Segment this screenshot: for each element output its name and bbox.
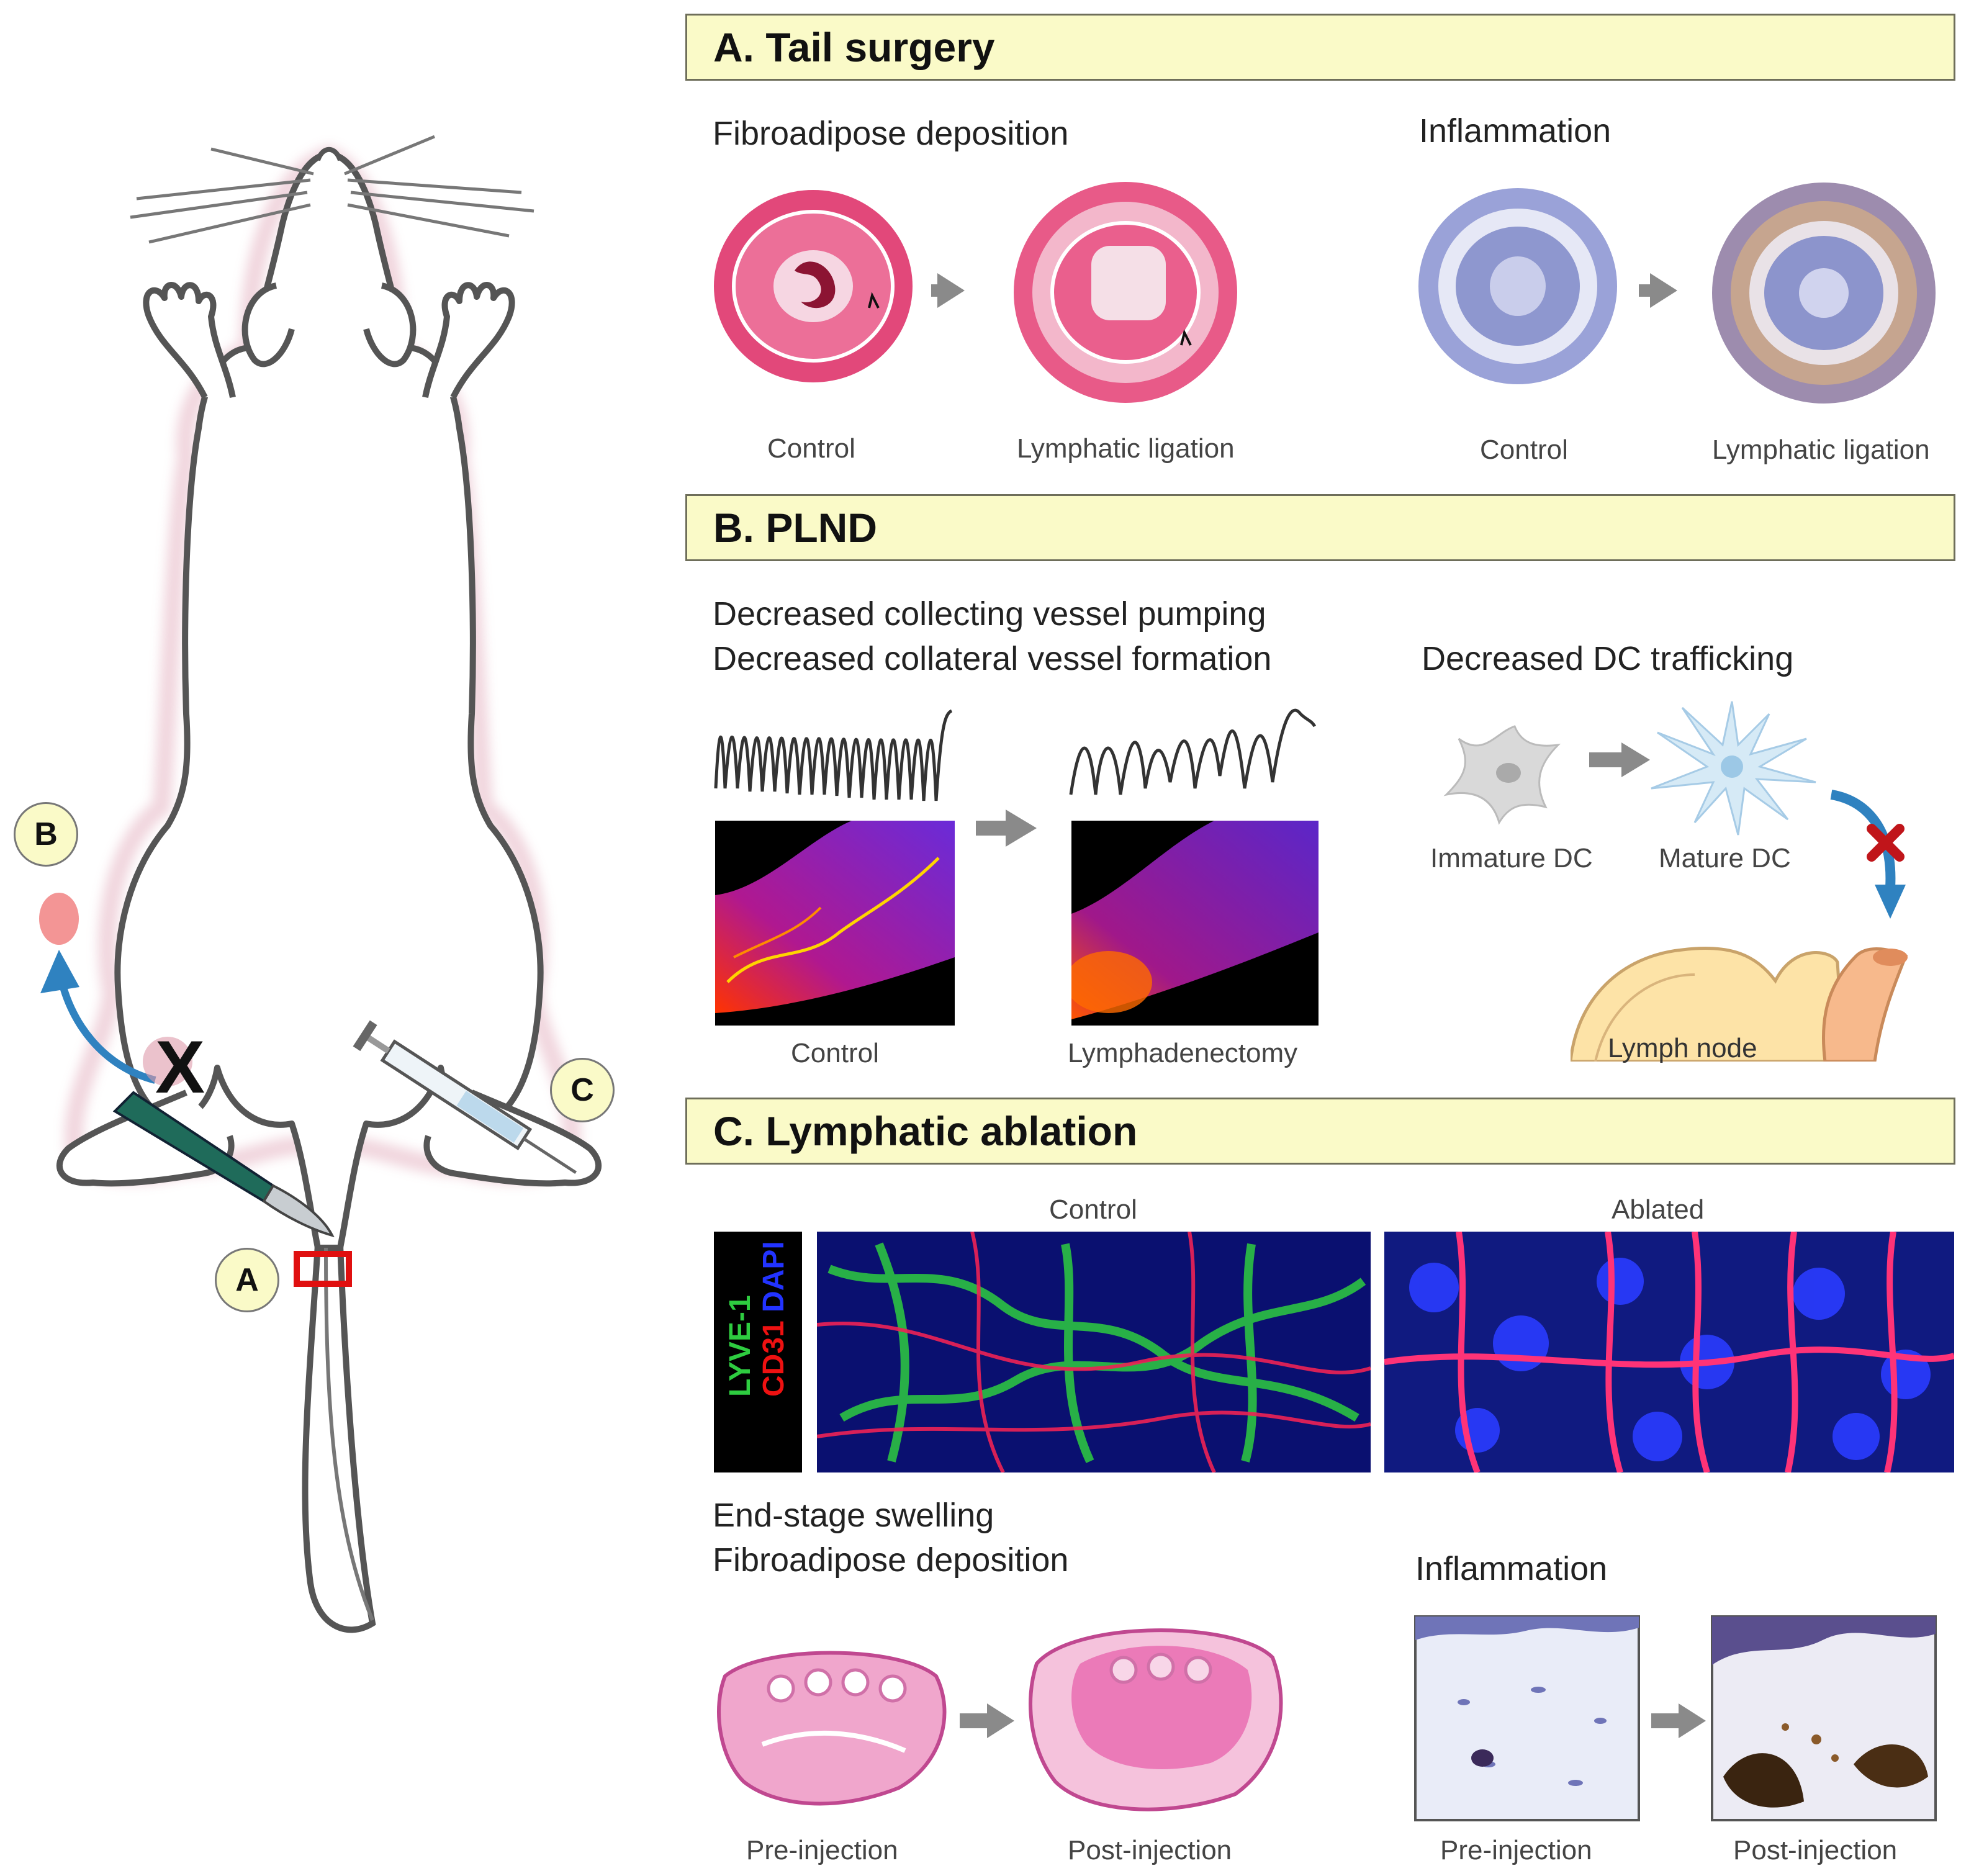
dc-label-immature: Immature DC <box>1430 843 1593 873</box>
mouse-x-mark: X <box>155 1026 205 1109</box>
section-c-header: C. Lymphatic ablation <box>685 1098 1955 1165</box>
section-b-subtitle-line1: Decreased collecting vessel pumping <box>713 595 1266 633</box>
section-b-right-subtitle: Decreased DC trafficking <box>1422 640 1794 677</box>
section-a-left-subtitle: Fibroadipose deposition <box>713 115 1069 152</box>
caption-a-3: Control <box>1480 435 1568 465</box>
arrow-b-dc <box>1621 742 1650 777</box>
pumping-trace-lymphadenectomy <box>1069 708 1316 795</box>
mouse-tail <box>302 1244 376 1633</box>
marker-c-badge: C <box>550 1058 615 1122</box>
tail-cut-box <box>294 1251 352 1287</box>
confocal-image-control <box>817 1232 1371 1472</box>
section-c-subtitle-line1: End-stage swelling <box>713 1497 994 1534</box>
lymph-node-illustration <box>1571 947 1908 1062</box>
caption-c-2: Post-injection <box>1068 1835 1232 1865</box>
nir-image-lymphadenectomy <box>1071 821 1319 1026</box>
caption-a-4: Lymphatic ligation <box>1712 435 1930 465</box>
section-a-right-subtitle: Inflammation <box>1419 112 1612 150</box>
mouse-paw-front-right <box>422 282 515 399</box>
caption-a-2: Lymphatic ligation <box>1017 433 1235 464</box>
dc-trafficking-blocked-arrow <box>1830 790 1906 919</box>
stain-dapi: DAPI <box>757 1241 790 1312</box>
caption-c-3: Pre-injection <box>1440 1835 1592 1865</box>
caption-a-1: Control <box>767 433 855 464</box>
mouse-illustration <box>39 135 602 1633</box>
dc-label-mature: Mature DC <box>1659 843 1791 873</box>
mouse-paw-front-left <box>143 282 236 399</box>
skin-ihc-post-image <box>1711 1615 1937 1821</box>
mouse-ear-right <box>363 282 417 368</box>
caption-c-1: Pre-injection <box>746 1835 898 1865</box>
tail-he-control-image <box>714 190 913 382</box>
marker-b-badge: B <box>14 802 78 867</box>
mouse-hindleg-left <box>56 1089 235 1187</box>
caption-c-4: Post-injection <box>1733 1835 1898 1865</box>
section-c-subtitle-line2: Fibroadipose deposition <box>713 1541 1069 1579</box>
section-b-header: B. PLND <box>685 494 1955 561</box>
arrow-a-right <box>1650 273 1677 308</box>
syringe-icon <box>353 1020 577 1175</box>
caption-b-1: Control <box>791 1038 879 1068</box>
panel-label-ablated: Ablated <box>1612 1194 1705 1225</box>
arrow-c-right <box>1679 1703 1706 1738</box>
arrow-b-left <box>1006 809 1037 847</box>
hindlimb-he-pre-image <box>717 1651 947 1806</box>
stain-cd31: CD31 <box>757 1320 790 1397</box>
skin-ihc-pre-image <box>1414 1615 1640 1821</box>
nir-image-control <box>715 821 955 1026</box>
arrow-c-left <box>987 1703 1014 1738</box>
marker-a-badge: A <box>215 1248 279 1312</box>
panel-label-control: Control <box>1049 1194 1137 1225</box>
stain-lyve: LYVE-1 <box>724 1295 757 1397</box>
tail-he-ligation-image <box>1014 182 1237 403</box>
excised-node-shape <box>39 893 79 945</box>
immature-dc-icon <box>1443 725 1561 825</box>
confocal-image-ablated <box>1384 1232 1954 1472</box>
pumping-trace-control <box>714 709 953 801</box>
hindlimb-he-post-image <box>1029 1628 1283 1811</box>
mouse-ear-left <box>241 282 295 368</box>
section-a-header: A. Tail surgery <box>685 14 1955 81</box>
tail-ihc-control-image <box>1418 188 1617 384</box>
mature-dc-icon <box>1651 701 1816 836</box>
stain-legend-panel <box>714 1232 802 1472</box>
lymph-node-label: Lymph node <box>1608 1033 1757 1063</box>
stain-legend-text: LYVE-1 CD31 DAPI <box>724 1241 791 1397</box>
caption-b-2: Lymphadenectomy <box>1068 1038 1298 1068</box>
tail-ihc-ligation-image <box>1712 183 1936 404</box>
section-b-subtitle-line2: Decreased collateral vessel formation <box>713 640 1272 677</box>
scalpel-icon <box>112 1091 335 1238</box>
section-c-right-subtitle: Inflammation <box>1415 1550 1608 1587</box>
mouse-body <box>114 151 544 1251</box>
